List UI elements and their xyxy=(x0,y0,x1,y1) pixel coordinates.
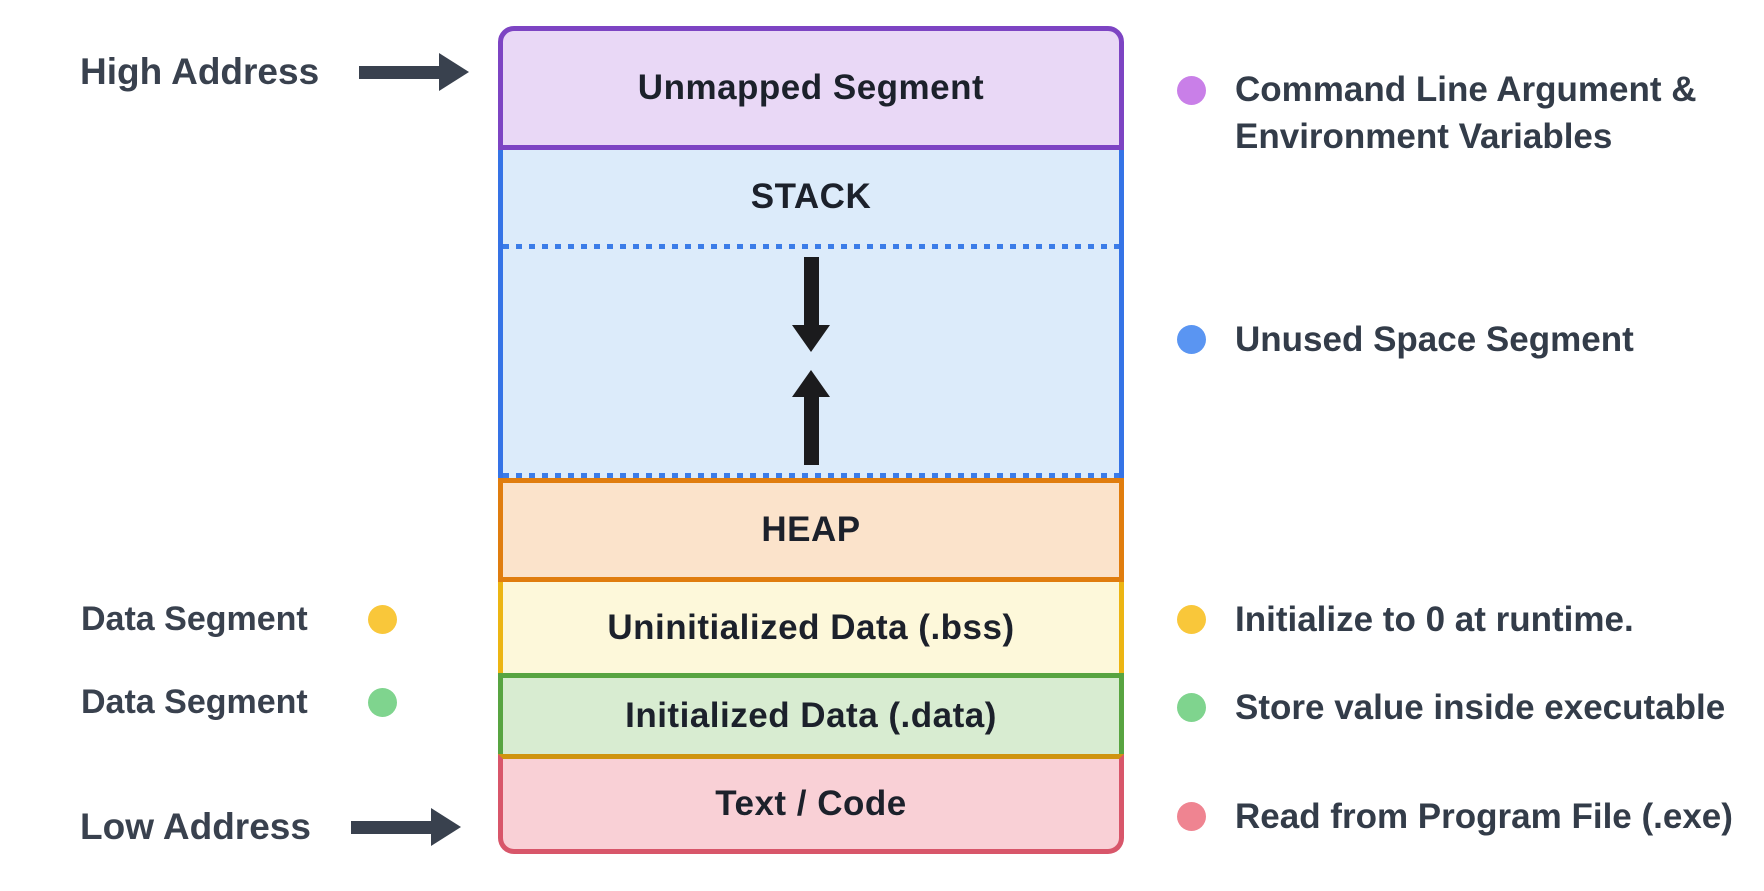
legend-item-unmapped-text: Command Line Argument & Environment Vari… xyxy=(1235,70,1697,156)
segment-bss-label: Uninitialized Data (.bss) xyxy=(607,607,1015,647)
segment-data: Initialized Data (.data) xyxy=(498,673,1124,754)
green-dot-icon xyxy=(368,687,397,717)
red-dot-icon xyxy=(1177,802,1206,831)
low-address-label: Low Address xyxy=(80,806,311,847)
legend-item-unmapped: Command Line Argument & Environment Vari… xyxy=(1177,66,1697,160)
legend-item-data: Store value inside executable xyxy=(1177,684,1725,731)
legend-item-bss-text: Initialize to 0 at runtime. xyxy=(1235,600,1634,639)
heap-grows-up-arrow-icon xyxy=(792,370,830,465)
legend-item-bss: Initialize to 0 at runtime. xyxy=(1177,596,1634,643)
segment-stack: STACK xyxy=(498,150,1124,478)
legend-item-data-text: Store value inside executable xyxy=(1235,688,1726,727)
right-arrow-icon xyxy=(350,808,461,846)
heap-growth-dotted-line xyxy=(503,473,1119,478)
stack-growth-dotted-line xyxy=(503,244,1119,249)
data-segment-data-label: Data Segment xyxy=(81,682,308,721)
yellow-dot-icon xyxy=(1177,605,1206,634)
memory-segments-box: Unmapped Segment STACK HEAP xyxy=(498,26,1124,854)
legend-item-text-code: Read from Program File (.exe) xyxy=(1177,793,1733,840)
stack-grows-down-arrow-icon xyxy=(792,257,830,352)
high-address-label: High Address xyxy=(80,51,320,92)
legend-item-unused-text: Unused Space Segment xyxy=(1235,320,1634,359)
segment-unused-space xyxy=(503,249,1119,473)
segment-heap: HEAP xyxy=(498,478,1124,582)
segment-stack-label-zone: STACK xyxy=(503,150,1119,244)
legend-item-unused: Unused Space Segment xyxy=(1177,316,1634,363)
yellow-dot-icon xyxy=(368,604,397,634)
green-dot-icon xyxy=(1177,693,1206,722)
segment-stack-label: STACK xyxy=(750,177,872,216)
data-segment-bss-label: Data Segment xyxy=(81,599,308,638)
segment-text-code-label: Text / Code xyxy=(715,784,907,823)
blue-dot-icon xyxy=(1177,325,1206,354)
segment-text-code: Text / Code xyxy=(498,754,1124,854)
high-address-annotation: High Address xyxy=(80,38,470,106)
data-segment-data-annotation: Data Segment xyxy=(81,677,397,727)
legend-item-text-code-text: Read from Program File (.exe) xyxy=(1235,797,1733,836)
low-address-annotation: Low Address xyxy=(80,793,461,861)
right-arrow-icon xyxy=(359,53,470,91)
segment-heap-label: HEAP xyxy=(761,510,861,549)
segment-bss: Uninitialized Data (.bss) xyxy=(498,582,1124,673)
data-segment-bss-annotation: Data Segment xyxy=(81,594,397,644)
segment-data-label: Initialized Data (.data) xyxy=(625,696,997,735)
segment-unmapped: Unmapped Segment xyxy=(498,26,1124,150)
segment-unmapped-label: Unmapped Segment xyxy=(637,68,985,107)
purple-dot-icon xyxy=(1177,76,1206,105)
